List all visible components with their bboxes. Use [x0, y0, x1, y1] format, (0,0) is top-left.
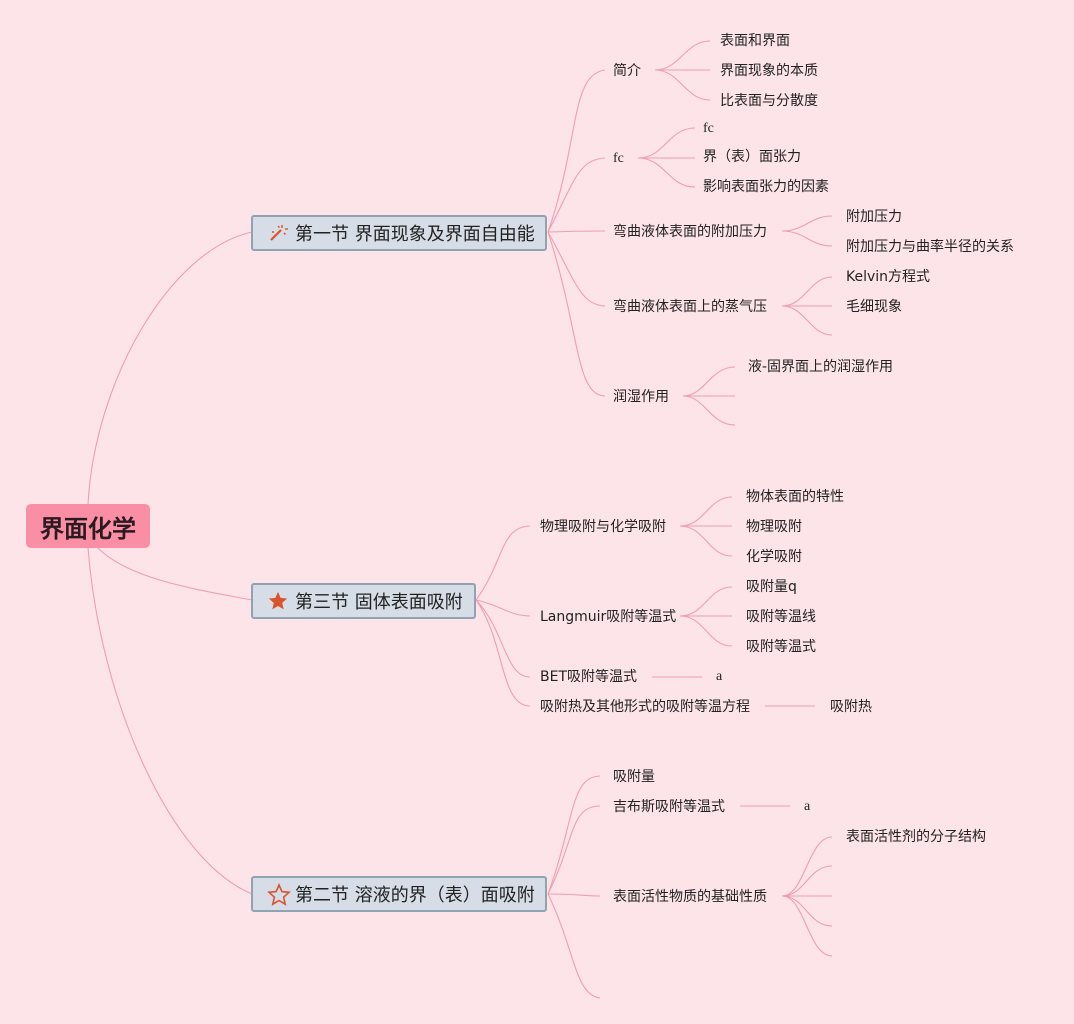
- leaf-node[interactable]: 吸附等温线: [746, 609, 816, 625]
- leaf-node[interactable]: 表面活性剂的分子结构: [846, 829, 986, 845]
- topic-langmuir[interactable]: Langmuir吸附等温式: [540, 609, 677, 625]
- leaf-node[interactable]: 吸附等温式: [746, 639, 816, 655]
- leaf-node[interactable]: a: [804, 799, 811, 814]
- root-topic[interactable]: 界面化学: [26, 504, 150, 548]
- leaf-node[interactable]: 吸附热: [830, 699, 872, 715]
- topic-intro[interactable]: 简介: [613, 63, 641, 79]
- section-1-title: 第一节 界面现象及界面自由能: [295, 224, 535, 245]
- section-3-node[interactable]: 第三节 固体表面吸附: [251, 583, 476, 619]
- star-outline-icon: [267, 883, 291, 906]
- leaf-node[interactable]: 界面现象的本质: [720, 63, 818, 79]
- section-2-title: 第二节 溶液的界（表）面吸附: [295, 885, 535, 906]
- leaf-node[interactable]: 物理吸附: [746, 519, 802, 535]
- section-3-title: 第三节 固体表面吸附: [295, 592, 463, 613]
- leaf-node[interactable]: 表面和界面: [720, 33, 790, 49]
- leaf-node[interactable]: 比表面与分散度: [720, 93, 818, 109]
- topic-bet[interactable]: BET吸附等温式: [540, 669, 638, 685]
- leaf-node[interactable]: 物体表面的特性: [746, 489, 844, 505]
- leaf-node[interactable]: 影响表面张力的因素: [703, 179, 829, 195]
- section-2-node[interactable]: 第二节 溶液的界（表）面吸附: [251, 876, 547, 912]
- leaf-node[interactable]: fc: [703, 121, 714, 136]
- leaf-node[interactable]: 吸附量q: [746, 579, 797, 595]
- topic-vapor-pressure[interactable]: 弯曲液体表面上的蒸气压: [613, 299, 767, 315]
- topic-gibbs[interactable]: 吉布斯吸附等温式: [613, 799, 725, 815]
- leaf-node[interactable]: Kelvin方程式: [846, 269, 931, 285]
- leaf-node[interactable]: 界（表）面张力: [703, 149, 801, 165]
- topic-wetting[interactable]: 润湿作用: [613, 389, 669, 405]
- leaf-node[interactable]: 附加压力与曲率半径的关系: [846, 239, 1014, 255]
- star-filled-icon: [267, 590, 289, 612]
- topic-fc[interactable]: fc: [613, 151, 624, 166]
- leaf-node[interactable]: 毛细现象: [846, 299, 902, 315]
- leaf-node[interactable]: 附加压力: [846, 209, 902, 225]
- topic-adsorption-amount[interactable]: 吸附量: [613, 769, 655, 785]
- leaf-node[interactable]: a: [716, 669, 723, 684]
- leaf-node[interactable]: 化学吸附: [746, 549, 802, 565]
- topic-surfactant-basics[interactable]: 表面活性物质的基础性质: [613, 889, 767, 905]
- topic-additional-pressure[interactable]: 弯曲液体表面的附加压力: [613, 224, 767, 240]
- topic-adsorption-heat[interactable]: 吸附热及其他形式的吸附等温方程: [540, 699, 750, 715]
- wand-sparkle-icon: [267, 222, 289, 244]
- leaf-node[interactable]: 液-固界面上的润湿作用: [748, 359, 894, 375]
- root-label: 界面化学: [40, 514, 136, 543]
- topic-physical-chemical-adsorption[interactable]: 物理吸附与化学吸附: [540, 519, 666, 535]
- section-1-node[interactable]: 第一节 界面现象及界面自由能: [251, 215, 547, 251]
